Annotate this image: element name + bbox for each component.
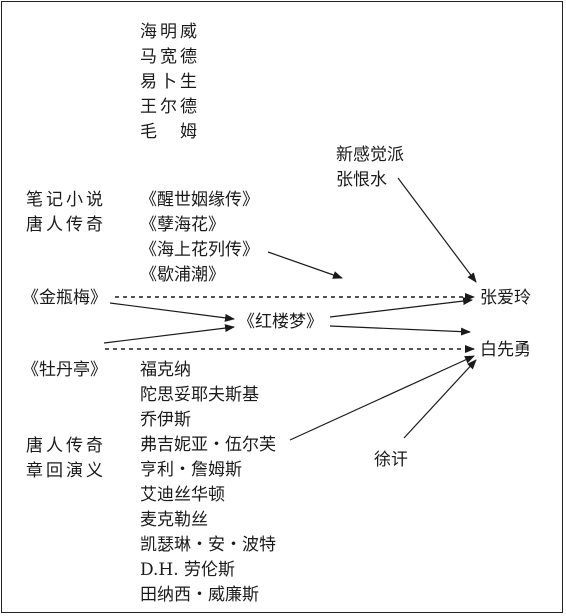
work-jinpingmei: 《金瓶梅》 bbox=[22, 288, 107, 308]
arrow-haishanghua-to-zhang-ailing bbox=[267, 251, 343, 279]
work-hongloumeng: 《红楼梦》 bbox=[238, 312, 323, 332]
arrow-hongloumeng-to-bai-xianyong bbox=[329, 325, 471, 336]
author-katherine-anne-porter: 凯瑟琳・安・波特 bbox=[140, 535, 276, 555]
work-mudanting: 《牡丹亭》 bbox=[22, 360, 107, 380]
work-xiepuchao: 《歇浦潮》 bbox=[140, 265, 225, 285]
arrow-xu-xu-to-bai-xianyong bbox=[403, 359, 477, 439]
arrow-woolf-to-bai-xianyong bbox=[289, 355, 475, 441]
arrow-mudanting-to-hongloumeng bbox=[103, 324, 235, 344]
zhang-ailing: 张爱玲 bbox=[480, 288, 531, 308]
new-sensation-school: 新感觉派 bbox=[336, 145, 404, 165]
author-woolf: 弗吉妮亚・伍尔芙 bbox=[140, 435, 276, 455]
author-faulkner: 福克纳 bbox=[140, 360, 191, 380]
xu-xu: 徐讦 bbox=[374, 450, 408, 470]
author-hemingway: 海明威 bbox=[140, 22, 200, 42]
arrow-jinpingmei-to-hongloumeng bbox=[109, 302, 235, 322]
zhanghui-yanyi: 章回演义 bbox=[26, 461, 106, 481]
author-wilde: 王尔德 bbox=[140, 97, 200, 117]
tangren-chuanqi-lower: 唐人传奇 bbox=[26, 436, 106, 456]
author-maugham: 毛 姆 bbox=[140, 122, 200, 142]
bai-xianyong: 白先勇 bbox=[480, 340, 531, 360]
biji-xiaoshuo: 笔记小说 bbox=[26, 190, 106, 210]
author-marquand: 马宽德 bbox=[140, 47, 200, 67]
author-mccullers: 麦克勒丝 bbox=[140, 510, 208, 530]
work-niehaihua: 《孽海花》 bbox=[140, 215, 225, 235]
author-henry-james: 亨利・詹姆斯 bbox=[140, 460, 242, 480]
author-dh-lawrence: D.H. 劳伦斯 bbox=[140, 560, 236, 580]
arrow-hongloumeng-to-zhang-ailing bbox=[329, 297, 473, 318]
tangren-chuanqi-upper: 唐人传奇 bbox=[26, 215, 106, 235]
author-tennessee-williams: 田纳西・威廉斯 bbox=[140, 585, 259, 605]
author-edith-wharton: 艾迪丝华顿 bbox=[140, 485, 225, 505]
author-dostoevsky: 陀思妥耶夫斯基 bbox=[140, 385, 259, 405]
arrow-zhang-henshui-to-zhang-ailing bbox=[397, 177, 477, 283]
work-xingshi-yinyuan: 《醒世姻缘传》 bbox=[140, 190, 259, 210]
work-haishanghua: 《海上花列传》 bbox=[140, 240, 259, 260]
zhang-henshui: 张恨水 bbox=[336, 170, 387, 190]
author-ibsen: 易卜生 bbox=[140, 72, 200, 92]
author-joyce: 乔伊斯 bbox=[140, 410, 191, 430]
